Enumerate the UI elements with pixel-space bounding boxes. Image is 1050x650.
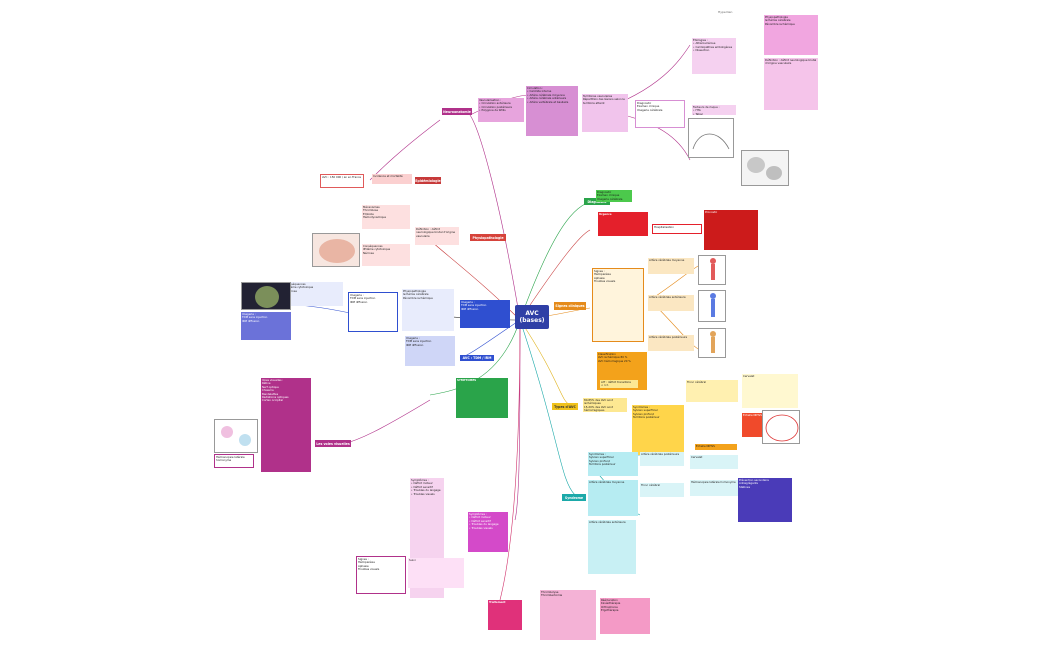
node-types-detail[interactable]: Syndromes : Sylvien superficiel Sylvien … (632, 405, 684, 455)
node-signe-2[interactable]: Artère cérébrale antérieure (648, 295, 694, 311)
node-signe-1[interactable]: Artère cérébrale moyenne (648, 258, 694, 274)
node-consequences[interactable]: Conséquences Œdème cytotoxique Nécrose (362, 244, 410, 266)
node-diagnostic-green[interactable]: Diagnostic Examen clinique Imagerie céré… (596, 190, 632, 202)
node-irm-central[interactable]: Imagerie : TDM sans injection IRM diffus… (460, 300, 510, 328)
body-image-3 (698, 328, 726, 358)
anatomy-image (688, 118, 734, 158)
category-neuroanatomie[interactable]: Neuroanatomie (442, 108, 472, 115)
brain-section-image (312, 233, 360, 267)
node-irm-label[interactable]: Imagerie : TDM sans injection IRM diffus… (241, 312, 291, 340)
node-irm-detail[interactable]: Imagerie : TDM sans injection IRM diffus… (405, 336, 455, 366)
central-topic[interactable]: AVC (bases) (515, 305, 549, 329)
body-image-1 (698, 255, 726, 285)
node-echelle[interactable]: Échelle NIHSS (695, 444, 737, 450)
node-symptomes-detail[interactable]: Symptômes : • Déficit moteur • Déficit s… (468, 512, 508, 552)
brain-image (741, 150, 789, 186)
node-prevention[interactable]: Prévention secondaire Antiagrégants Stat… (738, 478, 792, 522)
node-traitement[interactable]: Traitement (488, 600, 522, 630)
node-epidemio-stats[interactable]: AVC : 150 000 / an en France (320, 174, 364, 188)
node-physio-texte[interactable]: Définition : déficit neurologique brutal… (415, 227, 459, 245)
node-irm-images-desc[interactable]: Conséquences Œdème cytotoxique Nécrose (285, 282, 343, 306)
category-tdm-irm[interactable]: AVC : TDM / IRM (460, 355, 494, 361)
node-incidence[interactable]: Incidence et mortalité (372, 174, 412, 184)
node-signes-liste[interactable]: Signes : Hémiparésie Aphasie Troubles vi… (592, 268, 644, 342)
node-syndrome-4[interactable]: Artère cérébrale postérieure (640, 452, 684, 466)
node-symptomes-texte[interactable]: Signes : Hémiparésie Aphasie Troubles vi… (356, 556, 406, 594)
node-irm-texte[interactable]: Imagerie : TDM sans injection IRM diffus… (348, 292, 398, 332)
category-epidemiologie[interactable]: Epidémiologie (415, 177, 441, 184)
node-syndrome-2[interactable]: Artère cérébrale moyenne (588, 480, 638, 516)
visual-pathway-image (214, 419, 258, 453)
node-urgence[interactable]: Urgence (598, 212, 648, 236)
body-image-2 (698, 290, 726, 322)
node-types-info[interactable]: Tronc cérébral (686, 380, 738, 402)
node-symptomes-info[interactable]: Suivi (408, 558, 464, 588)
node-syndrome-7[interactable]: Hémianopsie latérale homonyme (690, 480, 738, 496)
node-syndrome-3[interactable]: Artère cérébrale antérieure (588, 520, 636, 574)
category-physiopathologie[interactable]: Physiopathologie (470, 234, 506, 241)
category-types-avc[interactable]: Types d'AVC (552, 403, 578, 410)
node-vascularisation[interactable]: Vascularisation : • Circulation antérieu… (478, 98, 524, 122)
node-hemianopsie[interactable]: Hémianopsie latérale homonyme (214, 454, 254, 468)
node-circulation[interactable]: Circulation : • Carotide interne • Artèr… (526, 86, 578, 136)
hyperlink-tag[interactable]: Hyperlien (718, 10, 733, 14)
node-syndrome-1[interactable]: Syndromes : Sylvien superficiel Sylvien … (588, 452, 638, 476)
node-etiologies[interactable]: Étiologies : • Athérosclérose • Cardiopa… (692, 38, 736, 74)
category-voies-visuelles[interactable]: Les voies visuelles (315, 440, 351, 447)
node-facteurs-risque[interactable]: Facteurs de risque : • HTA • Tabac • Dia… (692, 105, 736, 115)
node-territoires[interactable]: Territoires vasculaires Répartition des … (582, 94, 628, 132)
node-ait[interactable]: AIT : déficit transitoire < 1 h (600, 380, 638, 388)
brain-diagram-image (762, 410, 800, 444)
node-pronostic[interactable]: Pronostic (704, 210, 758, 250)
node-voies-liste[interactable]: Voies visuelles : Rétine Nerf optique Ch… (261, 378, 311, 472)
category-syndrome[interactable]: Syndrome (562, 494, 586, 501)
node-symptomes[interactable]: SYMPTOMES (456, 378, 508, 418)
node-irm-info[interactable]: Physiopathologie Ischémie cérébrale Péno… (402, 289, 454, 331)
node-diagnostic-info[interactable]: Diagnostic Examen clinique Imagerie céré… (635, 100, 685, 128)
node-mecanismes[interactable]: Mécanismes Thrombose Embolie Hémodynamiq… (362, 205, 410, 229)
category-signes-cliniques[interactable]: Signes cliniques (554, 302, 586, 310)
node-syndrome-6[interactable]: Cervelet (690, 455, 738, 469)
mri-image (241, 282, 291, 310)
node-types-liste[interactable]: Cervelet (742, 374, 798, 408)
node-reeducation[interactable]: Rééducation Kinésithérapie Orthophonie E… (600, 598, 650, 634)
node-hospitalisation[interactable]: Hospitalisation (652, 224, 702, 234)
node-signe-3[interactable]: Artère cérébrale postérieure (648, 335, 694, 351)
node-syndrome-5[interactable]: Tronc cérébral (640, 483, 684, 497)
node-physio-info[interactable]: Physiopathologie Ischémie cérébrale Péno… (764, 15, 818, 55)
node-traitement-liste[interactable]: Thrombolyse Thrombectomie (540, 590, 596, 640)
node-definition[interactable]: Définition : déficit neurologique brutal… (764, 58, 818, 110)
node-types-pourcentages[interactable]: 80-85% des AVC sont ischémiques 15-20% d… (583, 398, 627, 412)
